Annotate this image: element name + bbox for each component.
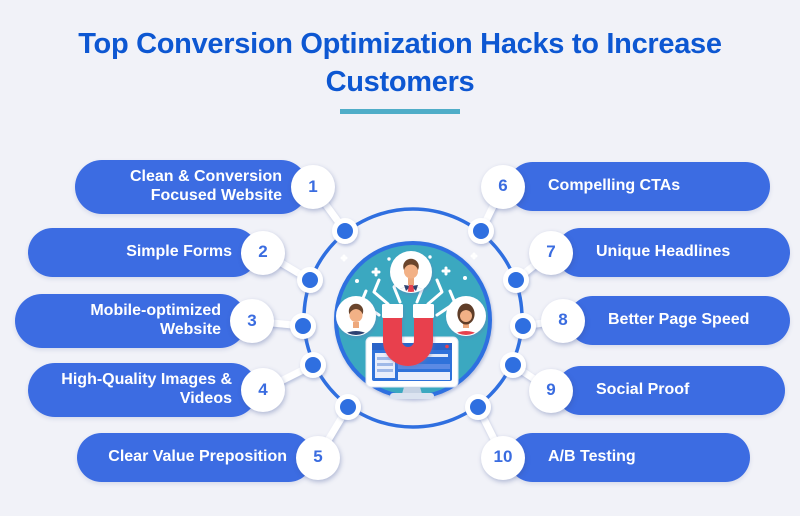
- hack-label-4: High-Quality Images & Videos: [61, 371, 232, 407]
- hack-number-10: 10: [481, 435, 525, 480]
- hack-item-10: A/B Testing 10: [481, 433, 750, 482]
- hack-number-7: 7: [529, 230, 573, 275]
- hack-item-1: Clean & Conversion Focused Website 1: [75, 160, 335, 214]
- hack-item-2: Simple Forms 2: [28, 228, 285, 277]
- hack-label-5: Clear Value Preposition: [108, 448, 287, 466]
- hack-label-8: Better Page Speed: [608, 311, 750, 329]
- hack-number-9: 9: [529, 368, 573, 413]
- hack-number-6: 6: [481, 164, 525, 209]
- hack-number-8: 8: [541, 298, 585, 343]
- hack-label-3: Mobile-optimized Website: [90, 302, 221, 338]
- hack-label-10: A/B Testing: [548, 448, 636, 466]
- hack-number-2: 2: [241, 230, 285, 275]
- hack-number-4: 4: [241, 368, 285, 412]
- hack-item-6: Compelling CTAs 6: [481, 162, 770, 211]
- customer-avatar-top: [390, 251, 432, 293]
- hack-item-5: Clear Value Preposition 5: [77, 433, 340, 482]
- magnet-icon: [382, 304, 434, 366]
- hack-item-3: Mobile-optimized Website 3: [15, 294, 274, 348]
- hack-label-6: Compelling CTAs: [548, 177, 681, 195]
- hack-item-4: High-Quality Images & Videos 4: [28, 363, 285, 417]
- title-underline: [340, 109, 460, 115]
- hack-number-1: 1: [291, 165, 335, 209]
- hack-label-9: Social Proof: [596, 381, 690, 399]
- hack-item-9: Social Proof 9: [529, 366, 785, 415]
- hack-number-3: 3: [230, 299, 274, 343]
- hack-item-7: Unique Headlines 7: [529, 228, 790, 277]
- hack-number-5: 5: [296, 435, 340, 480]
- spark-dots: [355, 255, 467, 283]
- ring-dots: [290, 218, 536, 420]
- page-title: Top Conversion Optimization Hacks to Inc…: [78, 28, 722, 98]
- hack-label-7: Unique Headlines: [596, 243, 731, 261]
- hack-item-8: Better Page Speed 8: [541, 296, 790, 345]
- hack-label-2: Simple Forms: [126, 243, 232, 261]
- hack-label-1: Clean & Conversion Focused Website: [129, 168, 282, 204]
